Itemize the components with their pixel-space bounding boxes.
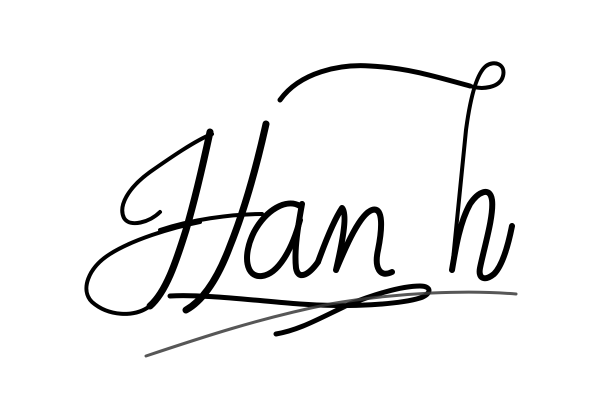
letter-a-bowl: [244, 200, 303, 280]
h-left-entry-loop: [120, 132, 214, 226]
underline-stroke: [144, 290, 518, 358]
h-ascender-loop: [450, 61, 506, 272]
letter-a-stem: [292, 201, 321, 279]
top-swash: [277, 63, 473, 103]
letter-h-body: [449, 188, 515, 282]
letter-n: [315, 205, 395, 277]
h-crossbar: [158, 212, 264, 232]
bottom-flourish: [167, 283, 432, 337]
h-left-stem-tail: [84, 220, 202, 316]
h-left-stem: [146, 128, 214, 310]
